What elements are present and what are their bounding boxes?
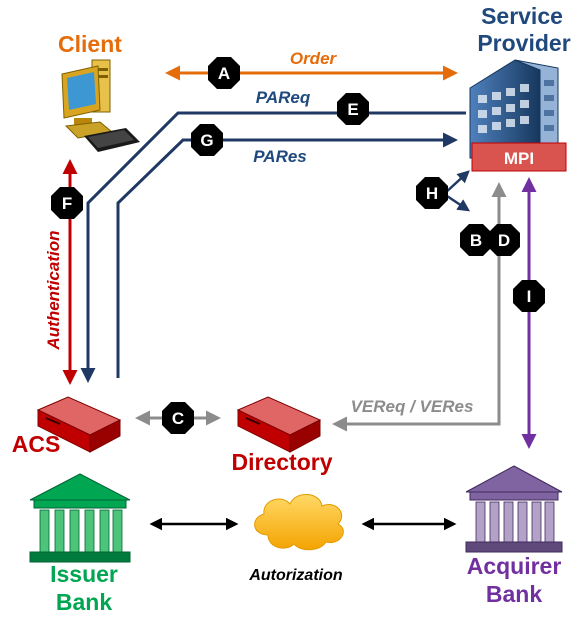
svg-text:F: F [62,194,72,213]
issuer-bank-label-line2: Bank [56,589,112,615]
step-marker-d: D [488,224,520,256]
order-label: Order [290,49,338,68]
acquirer-bank-label-line2: Bank [486,581,542,607]
service-provider-label-line1: Service [481,3,563,29]
svg-text:C: C [172,409,184,428]
step-marker-c: C [162,402,194,434]
directory-device-icon [236,396,322,453]
mpi-box [471,142,567,172]
pareq-arrow [80,111,466,383]
pareq-label: PAReq [256,88,311,107]
autorization-label: Autorization [248,567,343,584]
client-label: Client [58,31,122,57]
pares-label: PARes [253,147,307,166]
step-marker-e: E [337,93,369,125]
issuer-bank-label-line1: Issuer [50,561,118,587]
acs-device-icon [36,396,122,453]
svg-text:D: D [498,231,510,250]
authorization-cloud-icon [254,494,344,551]
service-provider-label-line2: Provider [477,30,570,56]
svg-text:G: G [200,131,213,150]
directory-label: Directory [232,449,333,475]
authentication-label: Authentication [44,231,63,351]
vereq-veres-label: VEReq / VERes [351,397,474,416]
service-provider-building-icon [469,59,559,159]
vereq-veres-arrow [332,182,507,432]
step-marker-a: A [208,57,240,89]
svg-text:A: A [218,64,230,83]
acquirer-bank-icon [465,465,563,553]
svg-text:E: E [347,100,358,119]
step-marker-f: F [51,187,83,219]
step-marker-b: B [460,224,492,256]
svg-text:B: B [470,231,482,250]
issuer-bank-icon [29,473,131,563]
step-marker-i: I [513,280,545,312]
step-marker-g: G [191,124,223,156]
acquirer-bank-label-line1: Acquirer [467,553,562,579]
svg-text:I: I [527,287,532,306]
client-computer-icon [61,59,140,152]
pares-arrow [116,132,458,378]
acs-label: ACS [12,431,61,457]
step-marker-h: H [416,177,448,209]
mpi-label: MPI [504,149,534,168]
svg-text:H: H [426,184,438,203]
